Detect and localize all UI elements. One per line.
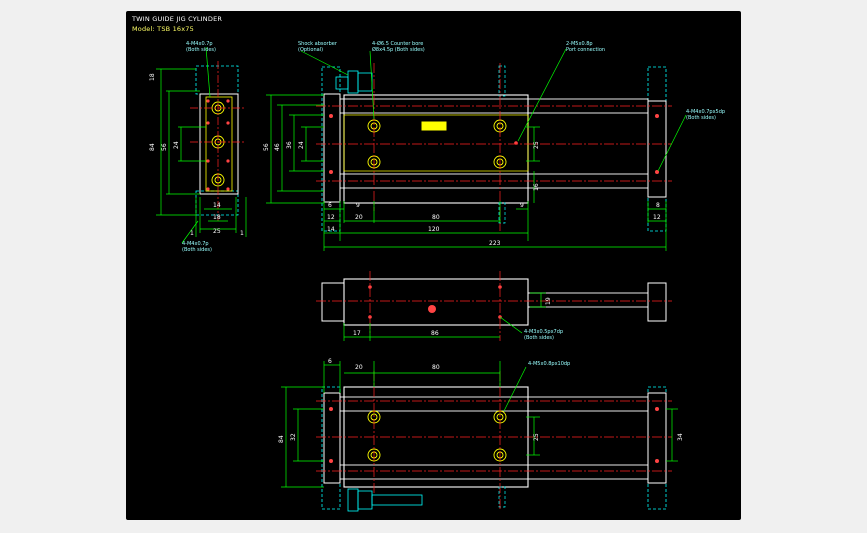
nameplate xyxy=(421,121,447,131)
dim-left-1b: 1 xyxy=(240,230,244,237)
front-right-plate xyxy=(647,100,667,198)
bottom-right-plate xyxy=(647,392,667,484)
side-port xyxy=(428,305,436,313)
dim-left-84: 84 xyxy=(149,143,156,151)
dim-top-223: 223 xyxy=(489,240,501,247)
dim-top-120: 120 xyxy=(428,226,440,233)
dim-top-16: 16 xyxy=(533,183,540,191)
dim-left-18: 18 xyxy=(149,73,156,81)
dim-top-8: 8 xyxy=(656,202,660,209)
front-left-plate xyxy=(323,93,341,203)
dim-top-12b: 12 xyxy=(653,214,661,221)
callout-right-holes: 4-M4x0.7px5dp (Both sides) xyxy=(686,109,726,121)
dim-top-20: 20 xyxy=(355,214,363,221)
dim-bot-32: 32 xyxy=(290,433,297,441)
shock-absorber[interactable] xyxy=(347,70,359,94)
callout-side-bottom: 4-M4x0.7p (Both sides) xyxy=(182,241,212,253)
dim-left-1a: 1 xyxy=(190,230,194,237)
drawing-title: TWIN GUIDE JIG CYLINDER xyxy=(132,15,223,23)
dim-left-14: 14 xyxy=(213,202,221,209)
dim-top-46: 46 xyxy=(274,143,281,151)
dim-top-56: 56 xyxy=(263,143,270,151)
drawing-svg: 18 84 56 24 14 18 25 1 1 56 46 36 24 25 … xyxy=(149,46,687,512)
bottom-left-plate xyxy=(323,392,341,484)
bottom-view xyxy=(281,361,678,512)
callout-port-connection: 2-M5x0.8p Port connection xyxy=(566,41,606,53)
front-main-body xyxy=(343,94,529,204)
dim-top-9a: 9 xyxy=(356,202,360,209)
dim-bot-34: 34 xyxy=(677,433,684,441)
dim-bot-6: 6 xyxy=(328,358,332,365)
callout-middle-holes: 4-M3x0.5px7dp (Both sides) xyxy=(524,329,564,341)
dim-mid-86: 86 xyxy=(431,330,439,337)
dim-top-80: 80 xyxy=(432,214,440,221)
side-left-plate xyxy=(321,282,345,322)
dim-top-25: 25 xyxy=(533,141,540,149)
dim-left-24: 24 xyxy=(173,141,180,149)
left-end-view xyxy=(156,46,247,244)
dim-top-6a: 6 xyxy=(328,202,332,209)
front-view xyxy=(266,48,687,251)
callout-shock-absorber: Shock absorber (Optional) xyxy=(298,41,337,53)
dim-top-36: 36 xyxy=(286,141,293,149)
dim-bot-20: 20 xyxy=(355,364,363,371)
dim-top-24: 24 xyxy=(298,141,305,149)
dim-left-56: 56 xyxy=(161,143,168,151)
drawing-model: Model: TSB 16x75 xyxy=(132,25,194,33)
end-hidden-top xyxy=(195,65,239,95)
side-right-plate xyxy=(647,282,667,322)
side-view xyxy=(316,271,672,341)
dim-mid-19: 19 xyxy=(545,297,552,305)
drawing-canvas[interactable]: 18 84 56 24 14 18 25 1 1 56 46 36 24 25 … xyxy=(126,11,741,520)
dim-top-9b: 9 xyxy=(520,202,524,209)
dim-mid-17: 17 xyxy=(353,330,361,337)
callout-side-top: 4-M4x0.7p (Both sides) xyxy=(186,41,216,53)
dim-bot-84: 84 xyxy=(278,435,285,443)
callout-counter-bore: 4-Ø6.5 Counter bore Ø8x4.5p (Both sides) xyxy=(372,41,425,53)
dim-bot-80: 80 xyxy=(432,364,440,371)
dim-top-14: 14 xyxy=(327,226,335,233)
callout-bottom-holes: 4-M5x0.8px10dp xyxy=(528,361,571,367)
dim-left-18b: 18 xyxy=(213,214,221,221)
dim-left-25: 25 xyxy=(213,228,221,235)
end-plate-inner xyxy=(205,96,233,192)
end-plate-outline xyxy=(199,93,239,195)
dimension-labels: 18 84 56 24 14 18 25 1 1 56 46 36 24 25 … xyxy=(149,73,684,443)
dim-top-12a: 12 xyxy=(327,214,335,221)
front-body-inner xyxy=(343,114,529,172)
dim-bot-25: 25 xyxy=(533,433,540,441)
